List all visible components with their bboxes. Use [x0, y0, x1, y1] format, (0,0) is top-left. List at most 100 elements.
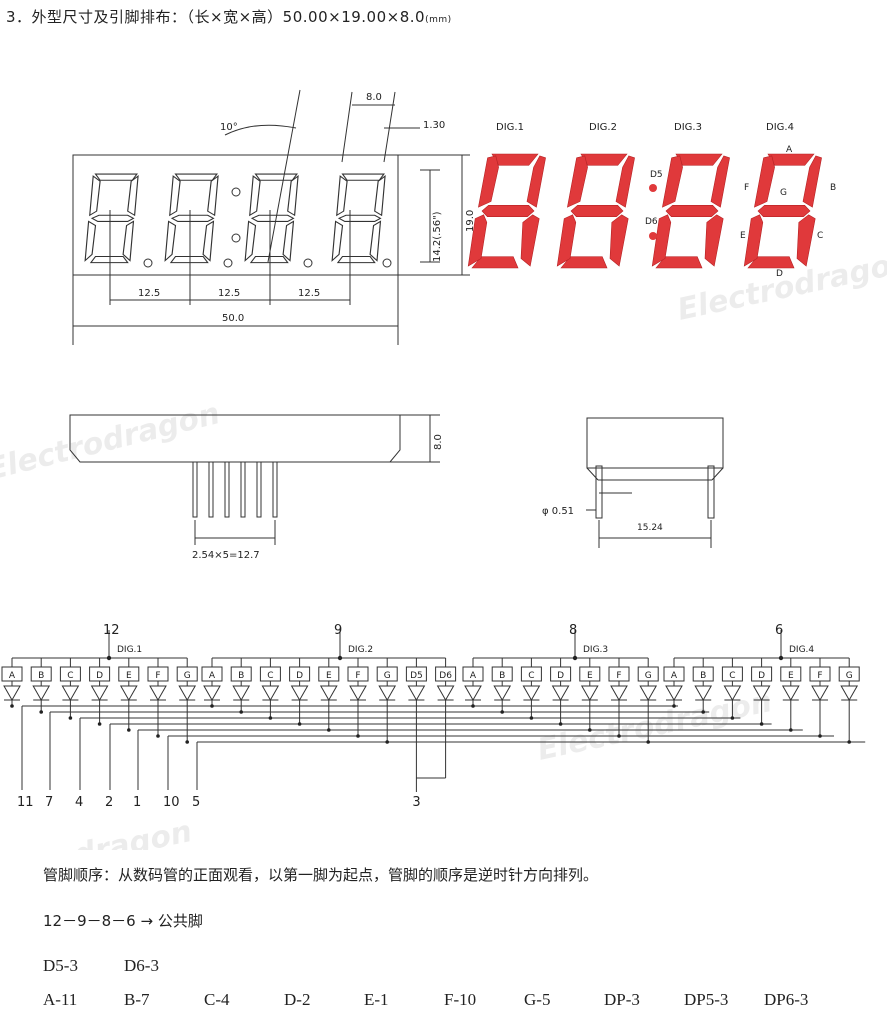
- diode-symbol: [665, 685, 683, 702]
- led-segment-4-6: [757, 205, 811, 217]
- diode-symbol: [149, 685, 167, 702]
- led-segment-2-2: [609, 214, 629, 267]
- pin-order-note: 管脚顺序：从数码管的正面观看，以第一脚为起点，管脚的顺序是逆时针方向排列。: [43, 866, 599, 884]
- seg-label-g: G: [780, 188, 787, 198]
- diode-symbol: [723, 685, 742, 702]
- diagram-canvas: Electrodragon Electrodragon Electrodrago…: [0, 89, 887, 850]
- front-digit-1: [84, 173, 139, 264]
- led-digit-1: [467, 153, 546, 269]
- segment-label: A: [9, 671, 16, 681]
- colon-dot-d6: [649, 232, 657, 240]
- segment-label: F: [355, 671, 360, 681]
- mapping-dp6: DP6-3: [764, 990, 809, 1009]
- seg-label-a: A: [786, 145, 793, 155]
- led-digits: [467, 153, 822, 269]
- diode-symbol: [203, 685, 221, 702]
- diode-symbol: [407, 685, 426, 702]
- segment-box: [550, 666, 572, 682]
- diode-symbol: [694, 685, 713, 702]
- segment-label: D: [758, 671, 765, 681]
- segment-box: [405, 666, 427, 682]
- segment-box: [780, 666, 802, 682]
- led-segment-3-2: [704, 214, 724, 267]
- digit-pin-1: 12: [103, 623, 120, 638]
- segment-label: D5: [410, 671, 423, 681]
- led-segment-4-1: [802, 155, 822, 208]
- mapping-c: C-4: [204, 990, 230, 1009]
- slant-angle: 10°: [220, 122, 238, 133]
- dim-digit-width: 8.0: [366, 92, 382, 103]
- segment-box: [520, 666, 542, 682]
- digit-pin-2: 9: [334, 623, 342, 638]
- segment-box: [176, 666, 198, 682]
- segment-box: [579, 666, 601, 682]
- segment-label: A: [671, 671, 678, 681]
- dig-label-3: DIG.3: [674, 122, 702, 133]
- colon-dot-d5: [649, 184, 657, 192]
- segment-box: [838, 666, 860, 682]
- segment-label: E: [587, 671, 593, 681]
- mapping-f: F-10: [444, 990, 477, 1009]
- seg-label-d: D: [776, 269, 783, 279]
- segment-box: [89, 666, 111, 682]
- digit-pin-3: 8: [569, 623, 577, 638]
- dim-pitch-2: 12.5: [218, 288, 240, 299]
- led-segment-1-5: [478, 155, 499, 208]
- led-segment-4-5: [754, 155, 775, 208]
- segment-box: [809, 666, 831, 682]
- segment-label: D: [557, 671, 564, 681]
- dig-label-2: DIG.2: [589, 122, 617, 133]
- led-digit-4: [743, 153, 822, 269]
- diode-symbol: [61, 685, 80, 702]
- watermark-4: Electrodragon: [0, 814, 195, 850]
- diode-symbol: [752, 685, 771, 702]
- front-digit-2: [164, 173, 219, 264]
- segment-pin-d: 2: [105, 795, 113, 810]
- segment-label: G: [384, 671, 391, 681]
- dim-digit-height: 14.2(.56"): [432, 211, 443, 262]
- segment-box: [147, 666, 169, 682]
- segment-box: [721, 666, 743, 682]
- dim-row-spacing: 15.24: [637, 523, 663, 533]
- segment-box: [608, 666, 630, 682]
- mapping-dp5: DP5-3: [684, 990, 729, 1009]
- segment-label: B: [38, 671, 44, 681]
- common-pins-note: 12－9－8－6 → 公共脚: [43, 912, 203, 930]
- segment-box: [230, 666, 252, 682]
- led-segment-1-4: [467, 214, 488, 267]
- segment-box: [376, 666, 398, 682]
- dim-depth: 8.0: [433, 434, 444, 450]
- seg-label-b: B: [830, 183, 836, 193]
- digit-pin-4: 6: [775, 623, 783, 638]
- diode-symbol: [840, 685, 859, 702]
- led-segment-3-6: [665, 205, 719, 217]
- segment-box: [435, 666, 457, 682]
- diode-symbol: [232, 685, 251, 702]
- dot-pin-3: 3: [412, 795, 420, 810]
- segment-label: E: [126, 671, 132, 681]
- diode-symbol: [580, 685, 599, 702]
- page-heading: 3．外型尺寸及引脚排布：（长×宽×高）50.00×19.00×8.0(mm): [6, 6, 452, 27]
- segment-pin-a: 11: [17, 795, 34, 810]
- dim-pin-diameter: φ 0.51: [542, 506, 574, 517]
- circuit-digit-name-4: DIG.4: [789, 645, 814, 655]
- dim-pitch-3: 12.5: [298, 288, 320, 299]
- led-segment-3-4: [651, 214, 672, 267]
- dim-pitch-1: 12.5: [138, 288, 160, 299]
- front-digit-3: [244, 173, 299, 264]
- dig-label-1: DIG.1: [496, 122, 524, 133]
- dim-pin-span: 2.54×5=12.7: [192, 550, 260, 561]
- diode-symbol: [319, 685, 338, 702]
- segment-box: [692, 666, 714, 682]
- segment-label: C: [729, 671, 735, 681]
- diode-symbol: [436, 685, 455, 702]
- diode-symbol: [464, 685, 482, 702]
- led-digit-2: [556, 153, 635, 269]
- segment-label: G: [846, 671, 853, 681]
- diode-symbol: [178, 685, 197, 702]
- segment-label: G: [645, 671, 652, 681]
- led-segment-1-6: [481, 205, 535, 217]
- segment-box: [30, 666, 52, 682]
- diode-symbol: [639, 685, 658, 702]
- watermark-3: Electrodragon: [534, 684, 775, 768]
